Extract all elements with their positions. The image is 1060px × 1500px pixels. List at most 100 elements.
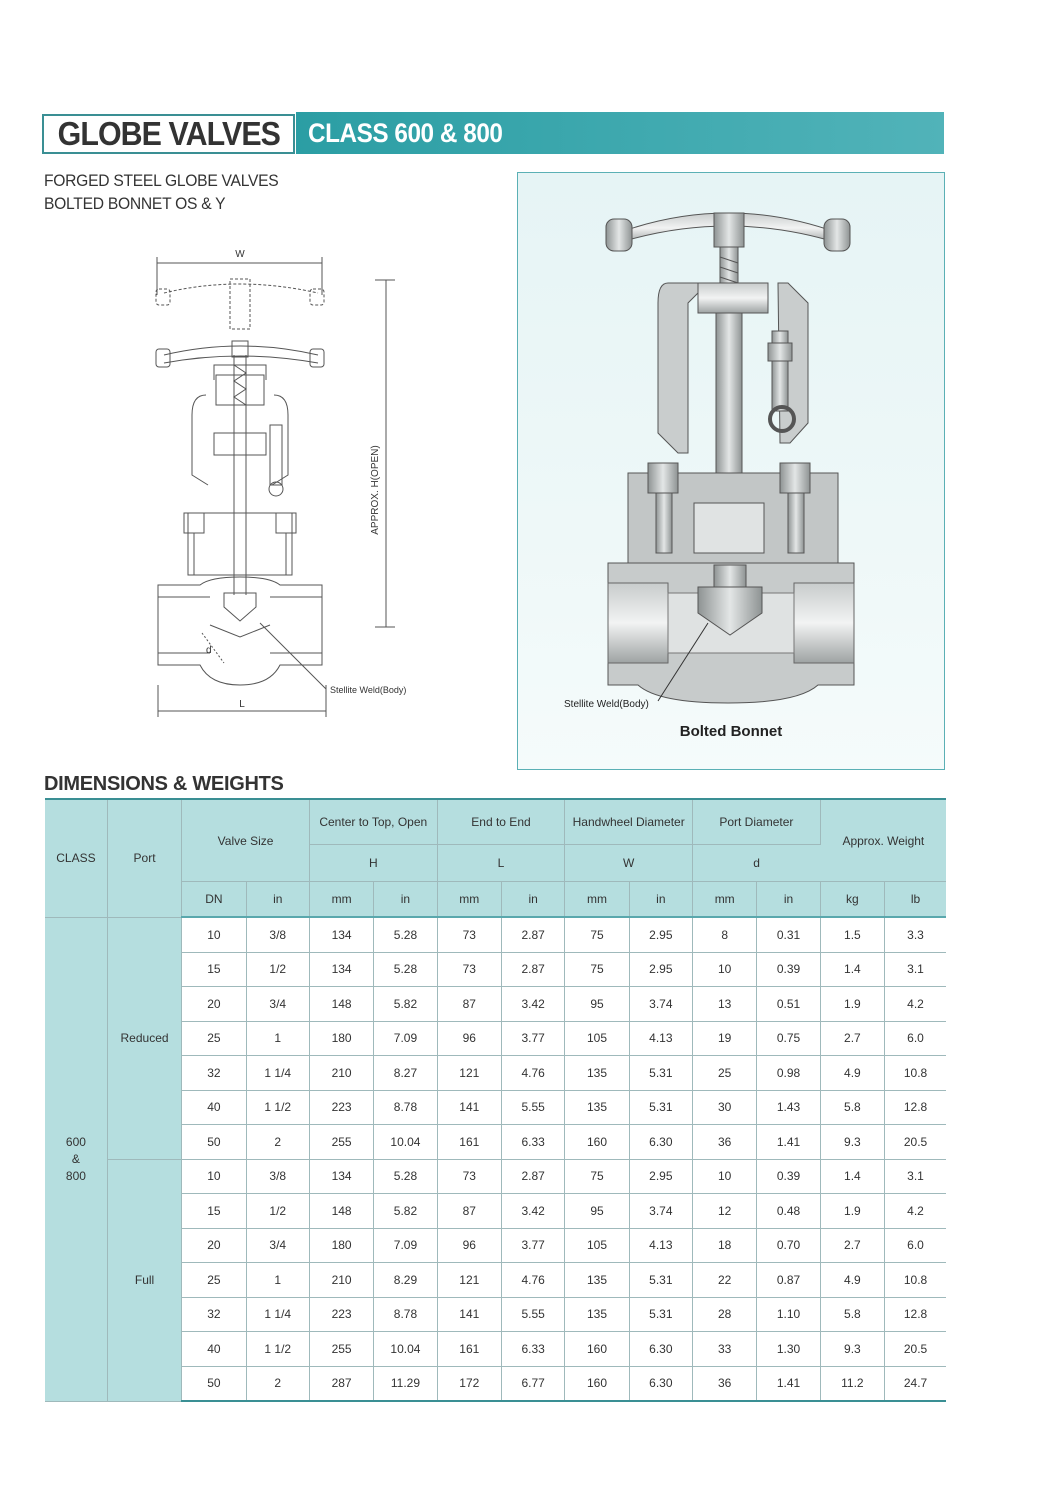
cutaway-image: Stellite Weld(Body): [564, 212, 855, 710]
header-d: d: [692, 844, 821, 882]
table-cell: 22: [692, 1262, 758, 1298]
table-cell: 4.76: [501, 1055, 566, 1091]
table-cell: 1/2: [246, 952, 310, 987]
table-cell: 4.9: [820, 1262, 886, 1298]
table-cell: 15: [181, 952, 247, 987]
table-cell: 210: [309, 1055, 375, 1091]
table-cell: 73: [437, 1159, 502, 1194]
table-cell: 30: [692, 1090, 758, 1125]
table-cell: 20: [181, 1228, 247, 1263]
table-cell: 134: [309, 952, 375, 987]
table-cell: 40: [181, 1090, 247, 1125]
table-cell: 18: [692, 1228, 758, 1263]
table-cell: 5.55: [501, 1297, 566, 1332]
table-cell: 3.3: [884, 917, 946, 953]
table-cell: 6.77: [501, 1366, 566, 1402]
table-cell: 1/2: [246, 1193, 310, 1229]
table-cell: 75: [564, 1159, 630, 1194]
table-cell: 3.1: [884, 952, 946, 987]
table-cell: 2.7: [820, 1228, 886, 1263]
table-cell: 1.9: [820, 1193, 886, 1229]
table-cell: 1.30: [756, 1331, 821, 1367]
table-cell: 160: [564, 1331, 630, 1367]
table-cell: 121: [437, 1262, 502, 1298]
table-cell: 6.30: [629, 1331, 694, 1367]
table-cell: 0.70: [756, 1228, 821, 1263]
table-cell: 32: [181, 1055, 247, 1091]
table-cell: 1 1/2: [246, 1090, 310, 1125]
header-port: Port: [107, 798, 183, 918]
description-line-1: FORGED STEEL GLOBE VALVES: [44, 171, 279, 190]
unit-cell: lb: [884, 881, 946, 918]
table-cell: 135: [564, 1055, 630, 1091]
table-cell: 1.4: [820, 952, 886, 987]
table-cell: 10.04: [373, 1124, 438, 1160]
port-cell: Full: [107, 1159, 183, 1402]
table-cell: 135: [564, 1297, 630, 1332]
port-cell: Reduced: [107, 917, 183, 1160]
table-cell: 3.77: [501, 1228, 566, 1263]
table-cell: 5.8: [820, 1297, 886, 1332]
table-cell: 8.78: [373, 1090, 438, 1125]
table-cell: 20: [181, 986, 247, 1022]
table-cell: 20.5: [884, 1124, 946, 1160]
table-cell: 10: [692, 952, 758, 987]
unit-cell: kg: [820, 881, 886, 918]
table-cell: 8.29: [373, 1262, 438, 1298]
table-cell: 11.29: [373, 1366, 438, 1402]
table-cell: 160: [564, 1366, 630, 1402]
unit-cell: mm: [564, 881, 630, 918]
table-cell: 2.87: [501, 1159, 566, 1194]
table-cell: 96: [437, 1021, 502, 1056]
table-cell: 10.8: [884, 1262, 946, 1298]
table-cell: 134: [309, 1159, 375, 1194]
table-cell: 1: [246, 1021, 310, 1056]
table-cell: 2.95: [629, 917, 694, 953]
table-cell: 73: [437, 952, 502, 987]
table-cell: 3.1: [884, 1159, 946, 1194]
table-cell: 5.8: [820, 1090, 886, 1125]
unit-cell: in: [756, 881, 821, 918]
table-cell: 5.31: [629, 1297, 694, 1332]
table-cell: 25: [181, 1262, 247, 1298]
table-cell: 1 1/2: [246, 1331, 310, 1367]
drawing-label-h: APPROX. H(OPEN): [370, 445, 381, 534]
table-cell: 0.39: [756, 952, 821, 987]
page-title: GLOBE VALVES: [57, 115, 280, 152]
table-cell: 10: [181, 1159, 247, 1194]
table-cell: 36: [692, 1366, 758, 1402]
table-cell: 5.31: [629, 1090, 694, 1125]
table-cell: 4.2: [884, 986, 946, 1022]
table-cell: 1.10: [756, 1297, 821, 1332]
unit-cell: mm: [692, 881, 758, 918]
table-cell: 5.82: [373, 986, 438, 1022]
table-cell: 1 1/4: [246, 1055, 310, 1091]
table-cell: 3/8: [246, 917, 310, 953]
table-cell: 4.9: [820, 1055, 886, 1091]
table-cell: 141: [437, 1090, 502, 1125]
table-cell: 4.13: [629, 1228, 694, 1263]
table-cell: 5.55: [501, 1090, 566, 1125]
description-line-2: BOLTED BONNET OS & Y: [44, 194, 226, 213]
table-cell: 73: [437, 917, 502, 953]
table-cell: 36: [692, 1124, 758, 1160]
table-cell: 172: [437, 1366, 502, 1402]
table-cell: 96: [437, 1228, 502, 1263]
photo-weld-label: Stellite Weld(Body): [564, 699, 649, 710]
table-cell: 180: [309, 1228, 375, 1263]
table-cell: 5.28: [373, 952, 438, 987]
table-cell: 20.5: [884, 1331, 946, 1367]
table-cell: 6.30: [629, 1366, 694, 1402]
header-h: H: [309, 844, 438, 882]
dimensions-weights-table: CLASS Port Valve Size Center to Top, Ope…: [45, 798, 946, 1402]
table-cell: 10: [181, 917, 247, 953]
table-cell: 1 1/4: [246, 1297, 310, 1332]
table-cell: 1.4: [820, 1159, 886, 1194]
table-cell: 148: [309, 986, 375, 1022]
